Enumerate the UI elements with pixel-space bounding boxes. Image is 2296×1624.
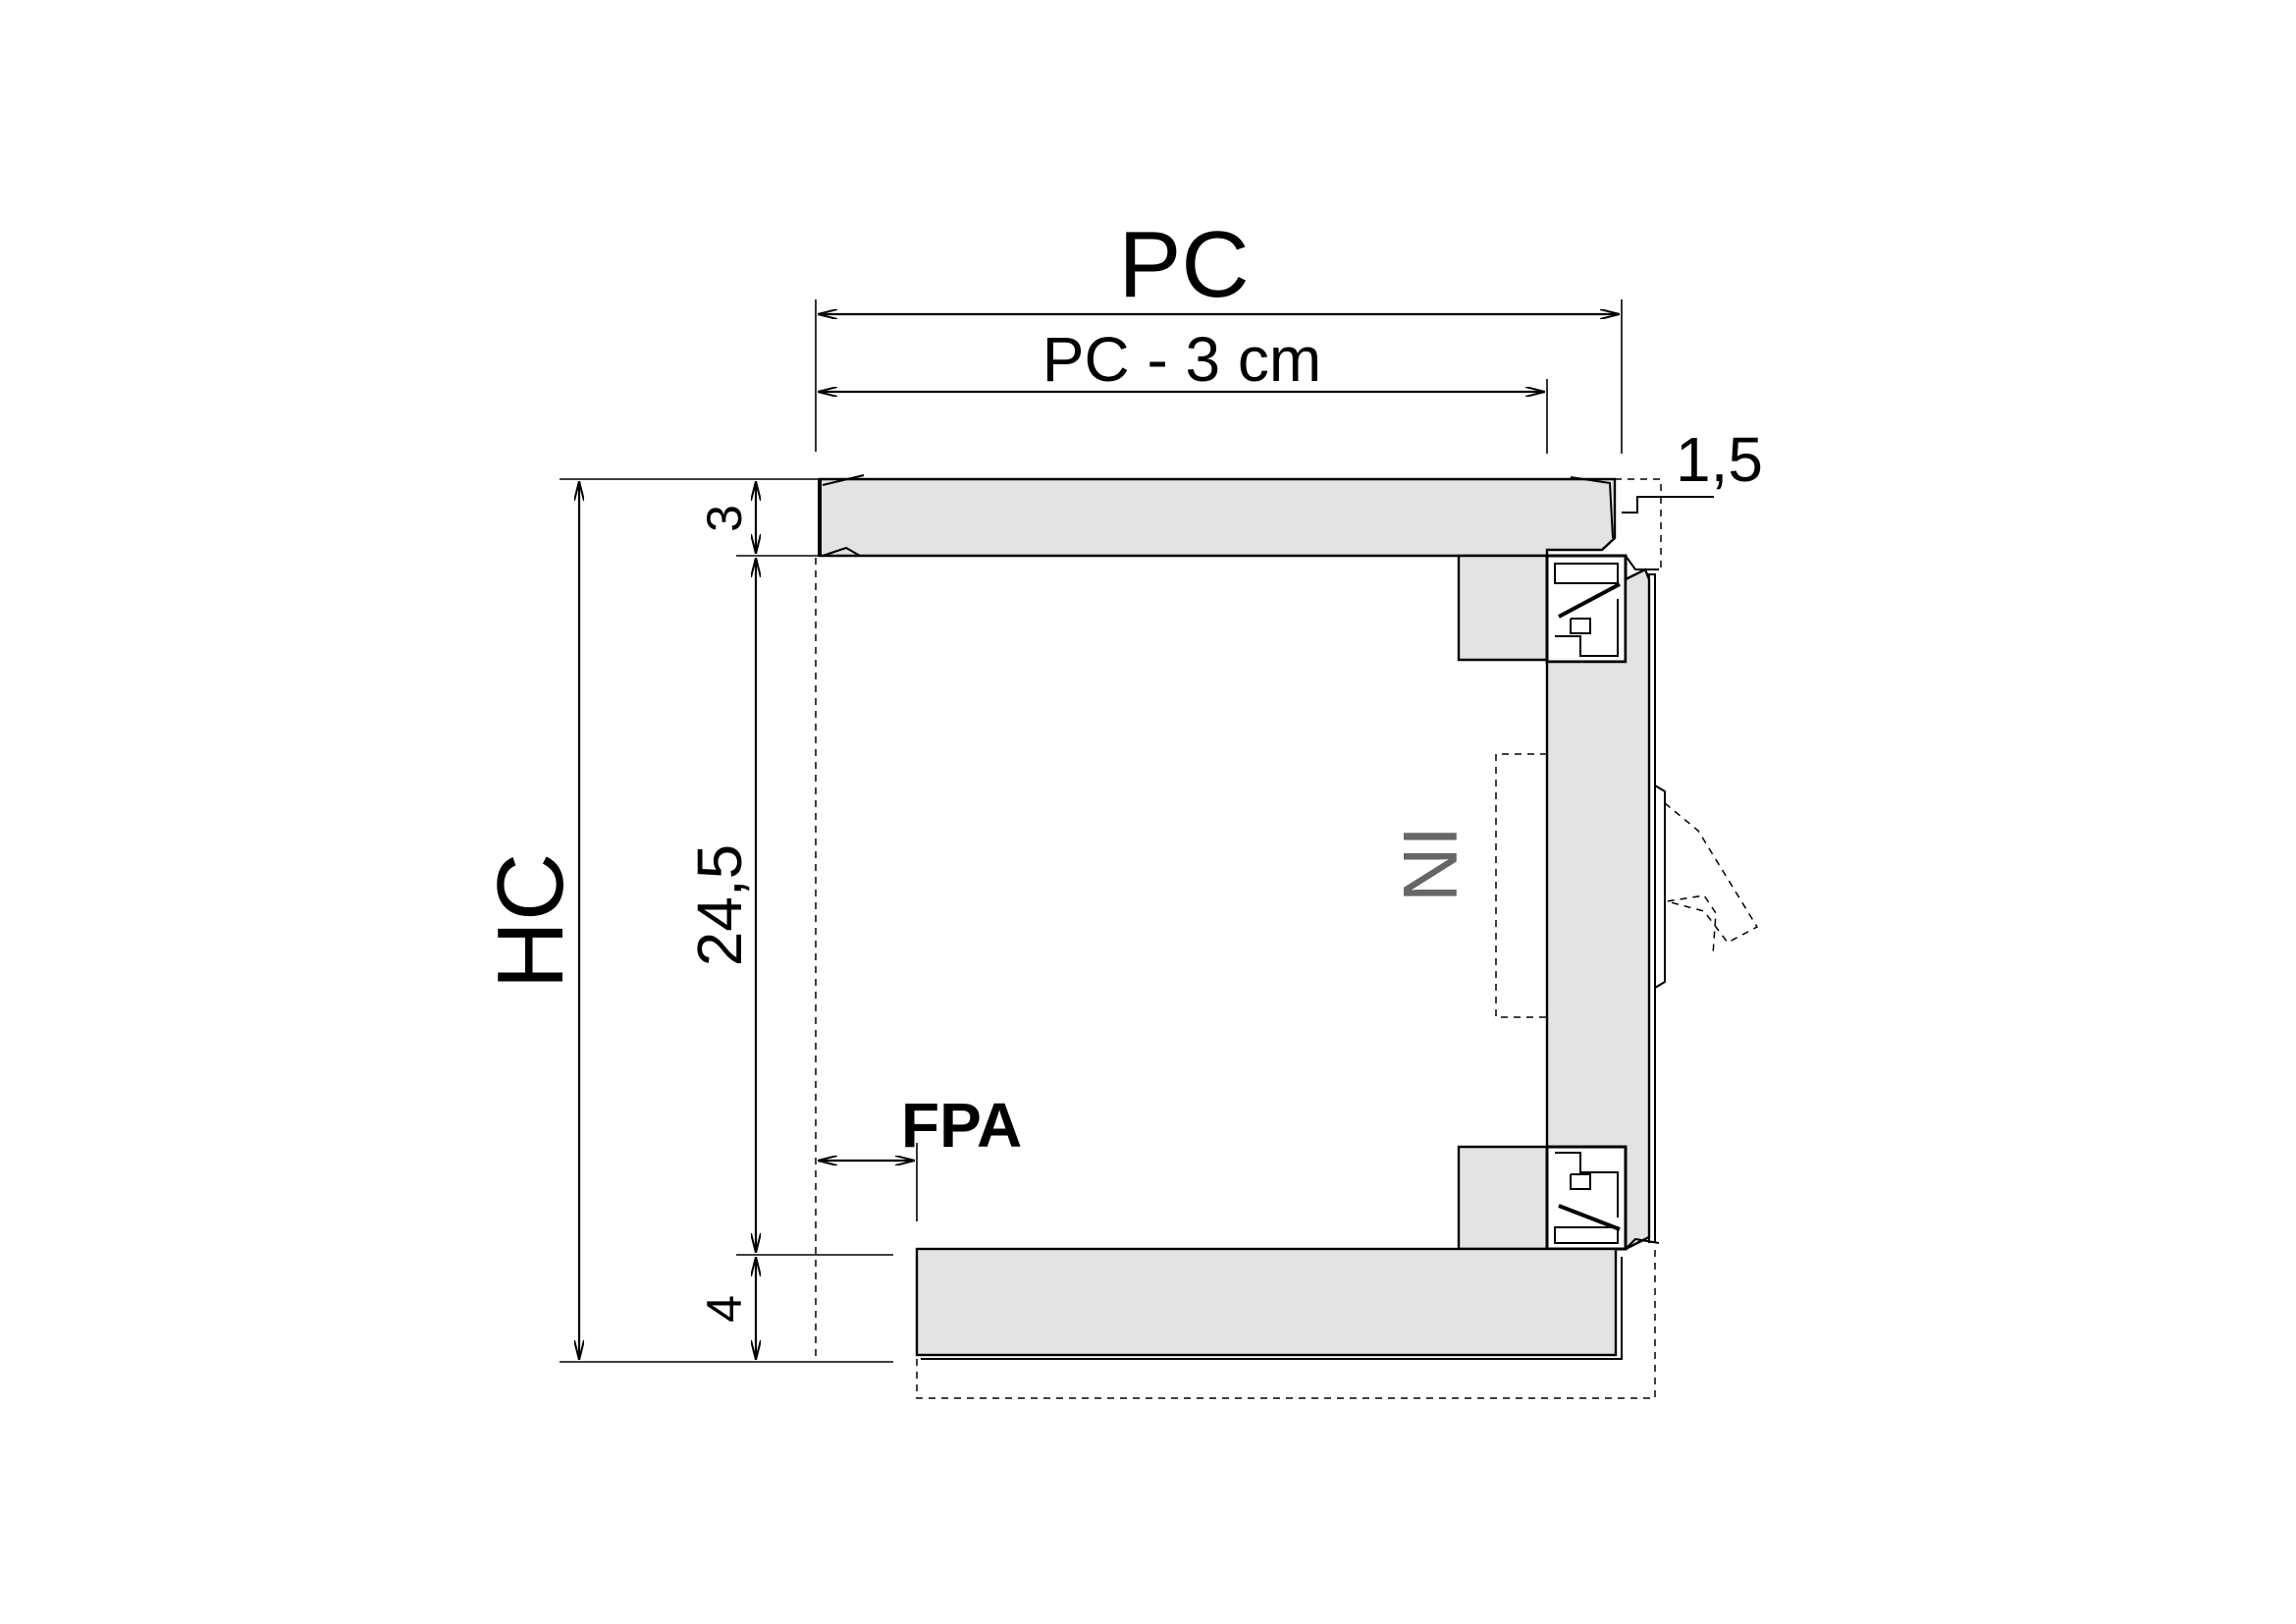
inside-label: IN	[1387, 826, 1473, 902]
top-panel-left-lip	[822, 546, 861, 557]
top-hinge-profile-inner	[1554, 563, 1619, 584]
offset-leader	[1622, 496, 1714, 514]
bottom-filler-block	[1457, 1145, 1549, 1251]
top-panel-left-edgeband	[822, 474, 865, 486]
bottom-hinge-profile	[1545, 1145, 1628, 1251]
bottom-hinge-profile-diagonal	[1558, 1204, 1621, 1231]
bottom-dashed-outline	[916, 1247, 1656, 1399]
bottom-thickness-label: 4	[697, 1295, 752, 1323]
top-hinge-profile-diagonal	[1558, 582, 1621, 619]
inner-height-label: 24,5	[684, 844, 755, 967]
bottom-panel	[915, 1247, 1618, 1357]
handle-bracket	[1654, 785, 1666, 989]
bottom-hinge-profile-inner	[1554, 1226, 1619, 1244]
top-hinge-profile-slot	[1570, 618, 1591, 634]
top-panel-right-edgeband	[1570, 476, 1614, 539]
bottom-panel-edgeband	[921, 1257, 1617, 1356]
top-panel	[818, 477, 1617, 558]
bottom-hinge-corner	[1625, 1237, 1660, 1250]
fpa-label: FPA	[901, 1090, 1022, 1161]
bottom-panel-edgeband-right	[921, 1257, 1623, 1360]
offset-label: 1,5	[1676, 424, 1763, 495]
bottom-hinge-profile-slot	[1570, 1173, 1591, 1190]
door-inner-dashed-element	[1495, 753, 1547, 1018]
top-right-dashed-outline	[1615, 478, 1662, 569]
top-thickness-label: 3	[697, 505, 752, 532]
top-filler-block	[1457, 554, 1549, 662]
handle-dashed-outline	[1664, 802, 1759, 955]
bottom-hinge-profile-detail	[1555, 1152, 1619, 1218]
top-hinge-profile	[1545, 554, 1628, 664]
door-side-strip	[1648, 573, 1656, 1243]
hc-label: HC	[478, 853, 583, 990]
pc-label: PC	[1118, 212, 1249, 317]
top-hinge-corner	[1625, 555, 1659, 570]
pc-minus-label: PC - 3 cm	[1042, 324, 1321, 395]
top-hinge-profile-detail	[1555, 599, 1619, 657]
